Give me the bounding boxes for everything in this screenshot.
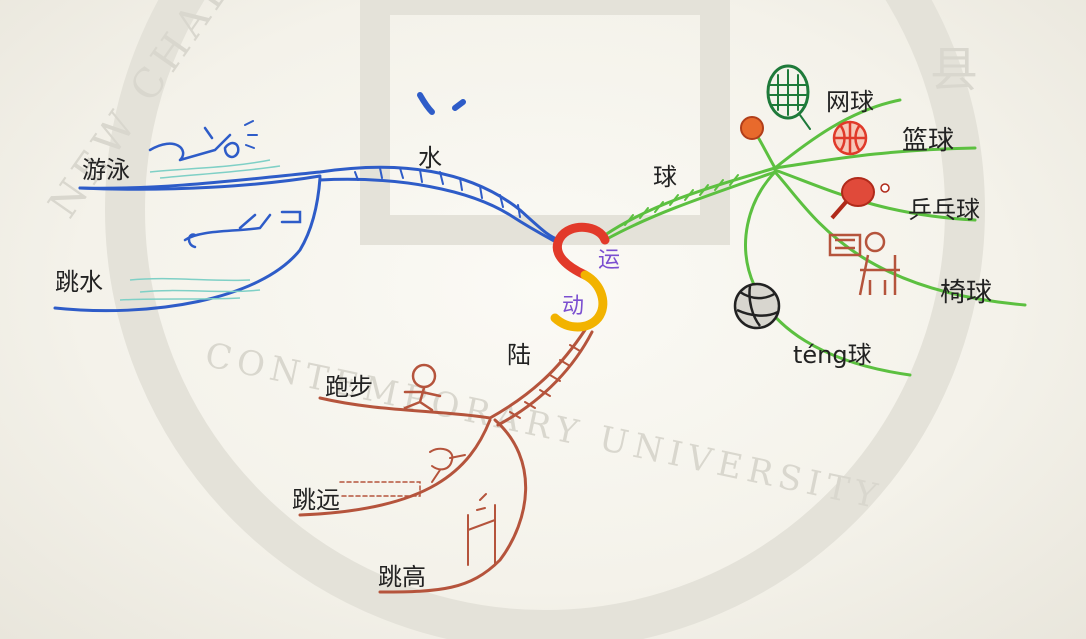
water-branch-dive	[53, 176, 322, 313]
water-branch-swim	[78, 174, 322, 191]
water-hatch	[354, 167, 521, 218]
tennis-ball-icon	[740, 116, 764, 140]
land-branch-run	[318, 396, 492, 420]
water-child-swim: 游泳	[82, 156, 130, 184]
ball-child-tennis: 网球	[826, 88, 874, 116]
watermark-seal-char: 县	[930, 42, 985, 98]
diver-icon	[183, 213, 272, 249]
land-branch-label: 陆	[507, 341, 531, 369]
long-jumper-icon	[429, 447, 466, 483]
ball-child-pingpong: 乒乓球	[908, 196, 980, 224]
water-branch-label: 水	[418, 144, 442, 172]
land-child-highjump: 跳高	[378, 563, 426, 591]
ball-main	[603, 166, 777, 237]
long-jump-pit-icon	[339, 481, 421, 497]
land-branch-highjump	[378, 418, 528, 594]
swimmer-splash-icon	[244, 120, 258, 149]
ball-child-chairball: 椅球	[940, 278, 993, 308]
pingpong-paddle-icon	[830, 177, 890, 220]
land-child-longjump: 跳远	[292, 486, 340, 514]
runner-icon	[411, 363, 437, 389]
land-branch	[298, 328, 594, 594]
land-branch-longjump	[298, 418, 492, 517]
land-child-run: 跑步	[325, 373, 373, 401]
land-main	[488, 328, 587, 420]
ball-branch-basketball	[773, 146, 977, 170]
water-branch	[53, 92, 562, 313]
ball-branch-label: 球	[653, 163, 677, 191]
water-main-bottom	[318, 177, 558, 244]
ball-branch-tennis	[773, 98, 902, 170]
ball-child-teng: téng球	[793, 341, 872, 369]
tennis-racket-icon	[766, 64, 810, 120]
water-drops-icon	[417, 92, 466, 115]
diving-board-icon	[280, 210, 302, 224]
basketball-icon	[832, 120, 868, 156]
high-jump-bar-icon	[467, 493, 496, 566]
swimmer-icon	[148, 126, 240, 162]
center-s-icon	[550, 222, 610, 332]
volleyball-icon	[733, 282, 781, 330]
center-label-yun: 运	[598, 248, 621, 273]
chairball-icon	[828, 231, 900, 296]
center-label-dong: 动	[562, 294, 585, 319]
water-child-dive: 跳水	[55, 268, 103, 296]
water-ripples	[119, 159, 281, 301]
water-main-top	[78, 165, 562, 242]
ball-child-basketball: 篮球	[902, 126, 955, 156]
